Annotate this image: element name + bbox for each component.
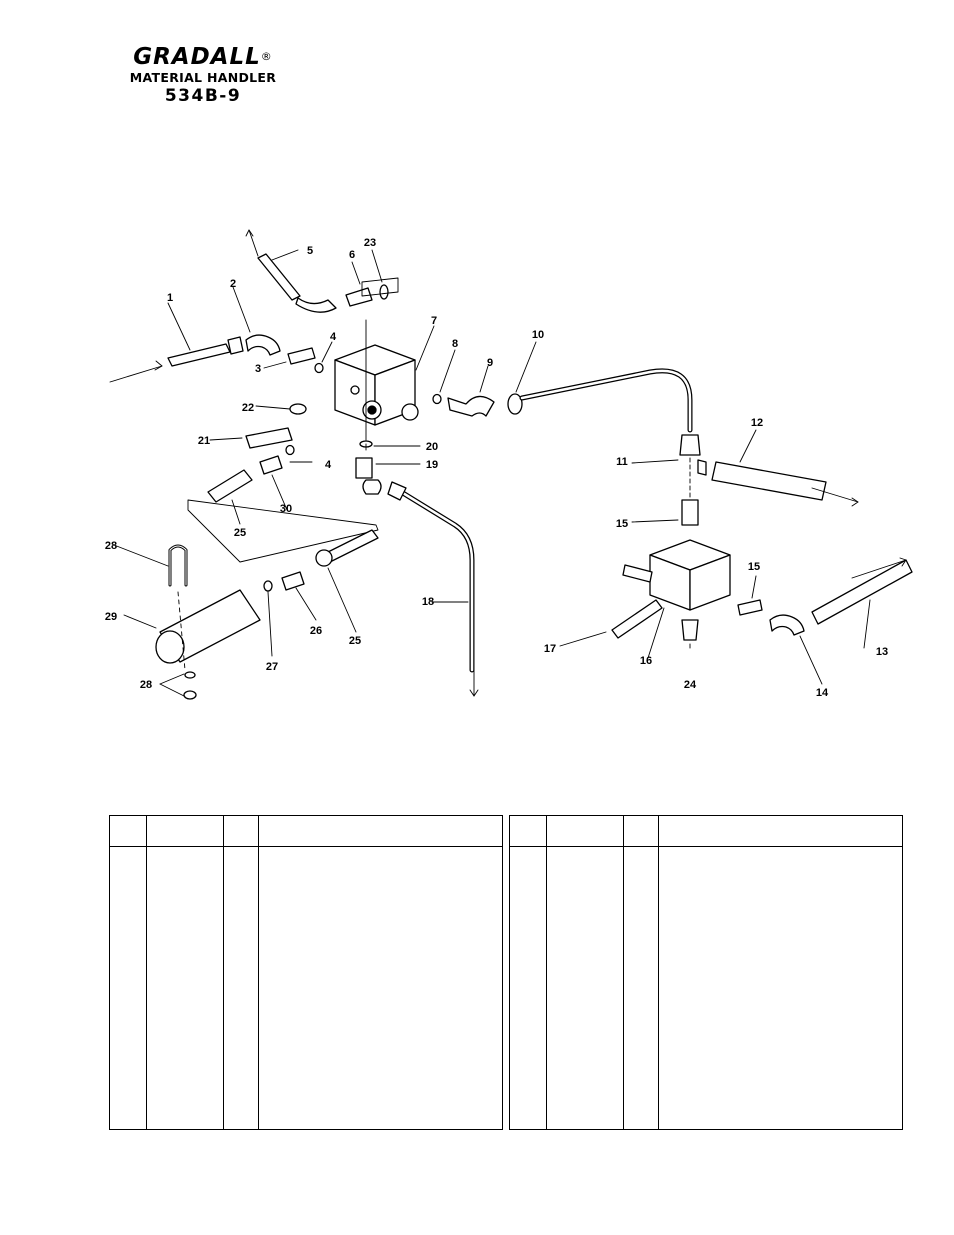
callout-label: 14 — [816, 687, 829, 699]
callout-label: 26 — [310, 625, 322, 637]
callout-label: 25 — [234, 527, 246, 539]
callout-label: 24 — [684, 679, 697, 691]
callout-label: 18 — [422, 596, 434, 608]
callout-label: 23 — [364, 237, 376, 249]
callout-label-4b: 4 — [325, 459, 332, 471]
callout-label: 19 — [426, 459, 438, 471]
table-header-row — [510, 816, 902, 847]
callout-label: 17 — [544, 643, 556, 655]
parts-table-left — [109, 815, 503, 1130]
model-number: 534B-9 — [164, 86, 242, 106]
callout-label-15b: 15 — [748, 561, 760, 573]
table-column-divider — [223, 816, 224, 1129]
parts-table-right — [509, 815, 903, 1130]
callout-label: 21 — [198, 435, 210, 447]
callout-label: 28 — [140, 679, 152, 691]
callout-label: 5 — [307, 245, 313, 257]
callout-label: 27 — [266, 661, 278, 673]
callout-label: 11 — [616, 456, 628, 468]
callout-label: 30 — [280, 503, 292, 515]
callout-label: 12 — [751, 417, 763, 429]
table-column-divider — [623, 816, 624, 1129]
callout-label: 3 — [255, 363, 261, 375]
callout-label: 2 — [230, 278, 236, 290]
diagram-leader-lines — [109, 229, 907, 697]
table-column-divider — [658, 816, 659, 1129]
callout-label: 1 — [167, 292, 173, 304]
table-header-row — [110, 816, 502, 847]
callout-label: 4 — [330, 331, 337, 343]
callout-labels: 1 2 3 4 5 6 7 8 9 10 11 12 13 14 15 16 1… — [105, 237, 888, 699]
callout-label: 9 — [487, 357, 493, 369]
table-column-divider — [258, 816, 259, 1129]
callout-label: 10 — [532, 329, 544, 341]
callout-label: 16 — [640, 655, 652, 667]
exploded-parts-diagram: 1 2 3 4 5 6 7 8 9 10 11 12 13 14 15 16 1… — [105, 229, 913, 700]
diagram-parts — [155, 253, 913, 700]
callout-label-28b: 28 — [105, 540, 117, 552]
callout-label: 29 — [105, 611, 117, 623]
table-column-divider — [146, 816, 147, 1129]
brand-logo: GRADALL® — [133, 44, 273, 70]
brand-header: GRADALL® MATERIAL HANDLER 534B-9 — [112, 44, 294, 106]
callout-label: 6 — [349, 249, 355, 261]
table-column-divider — [546, 816, 547, 1129]
brand-subtitle: MATERIAL HANDLER — [129, 70, 277, 85]
callout-label: 22 — [242, 402, 254, 414]
callout-label: 13 — [876, 646, 888, 658]
callout-label: 20 — [426, 441, 438, 453]
callout-label-25b: 25 — [349, 635, 361, 647]
callout-label: 8 — [452, 338, 458, 350]
callout-label: 7 — [431, 315, 437, 327]
callout-label: 15 — [616, 518, 628, 530]
